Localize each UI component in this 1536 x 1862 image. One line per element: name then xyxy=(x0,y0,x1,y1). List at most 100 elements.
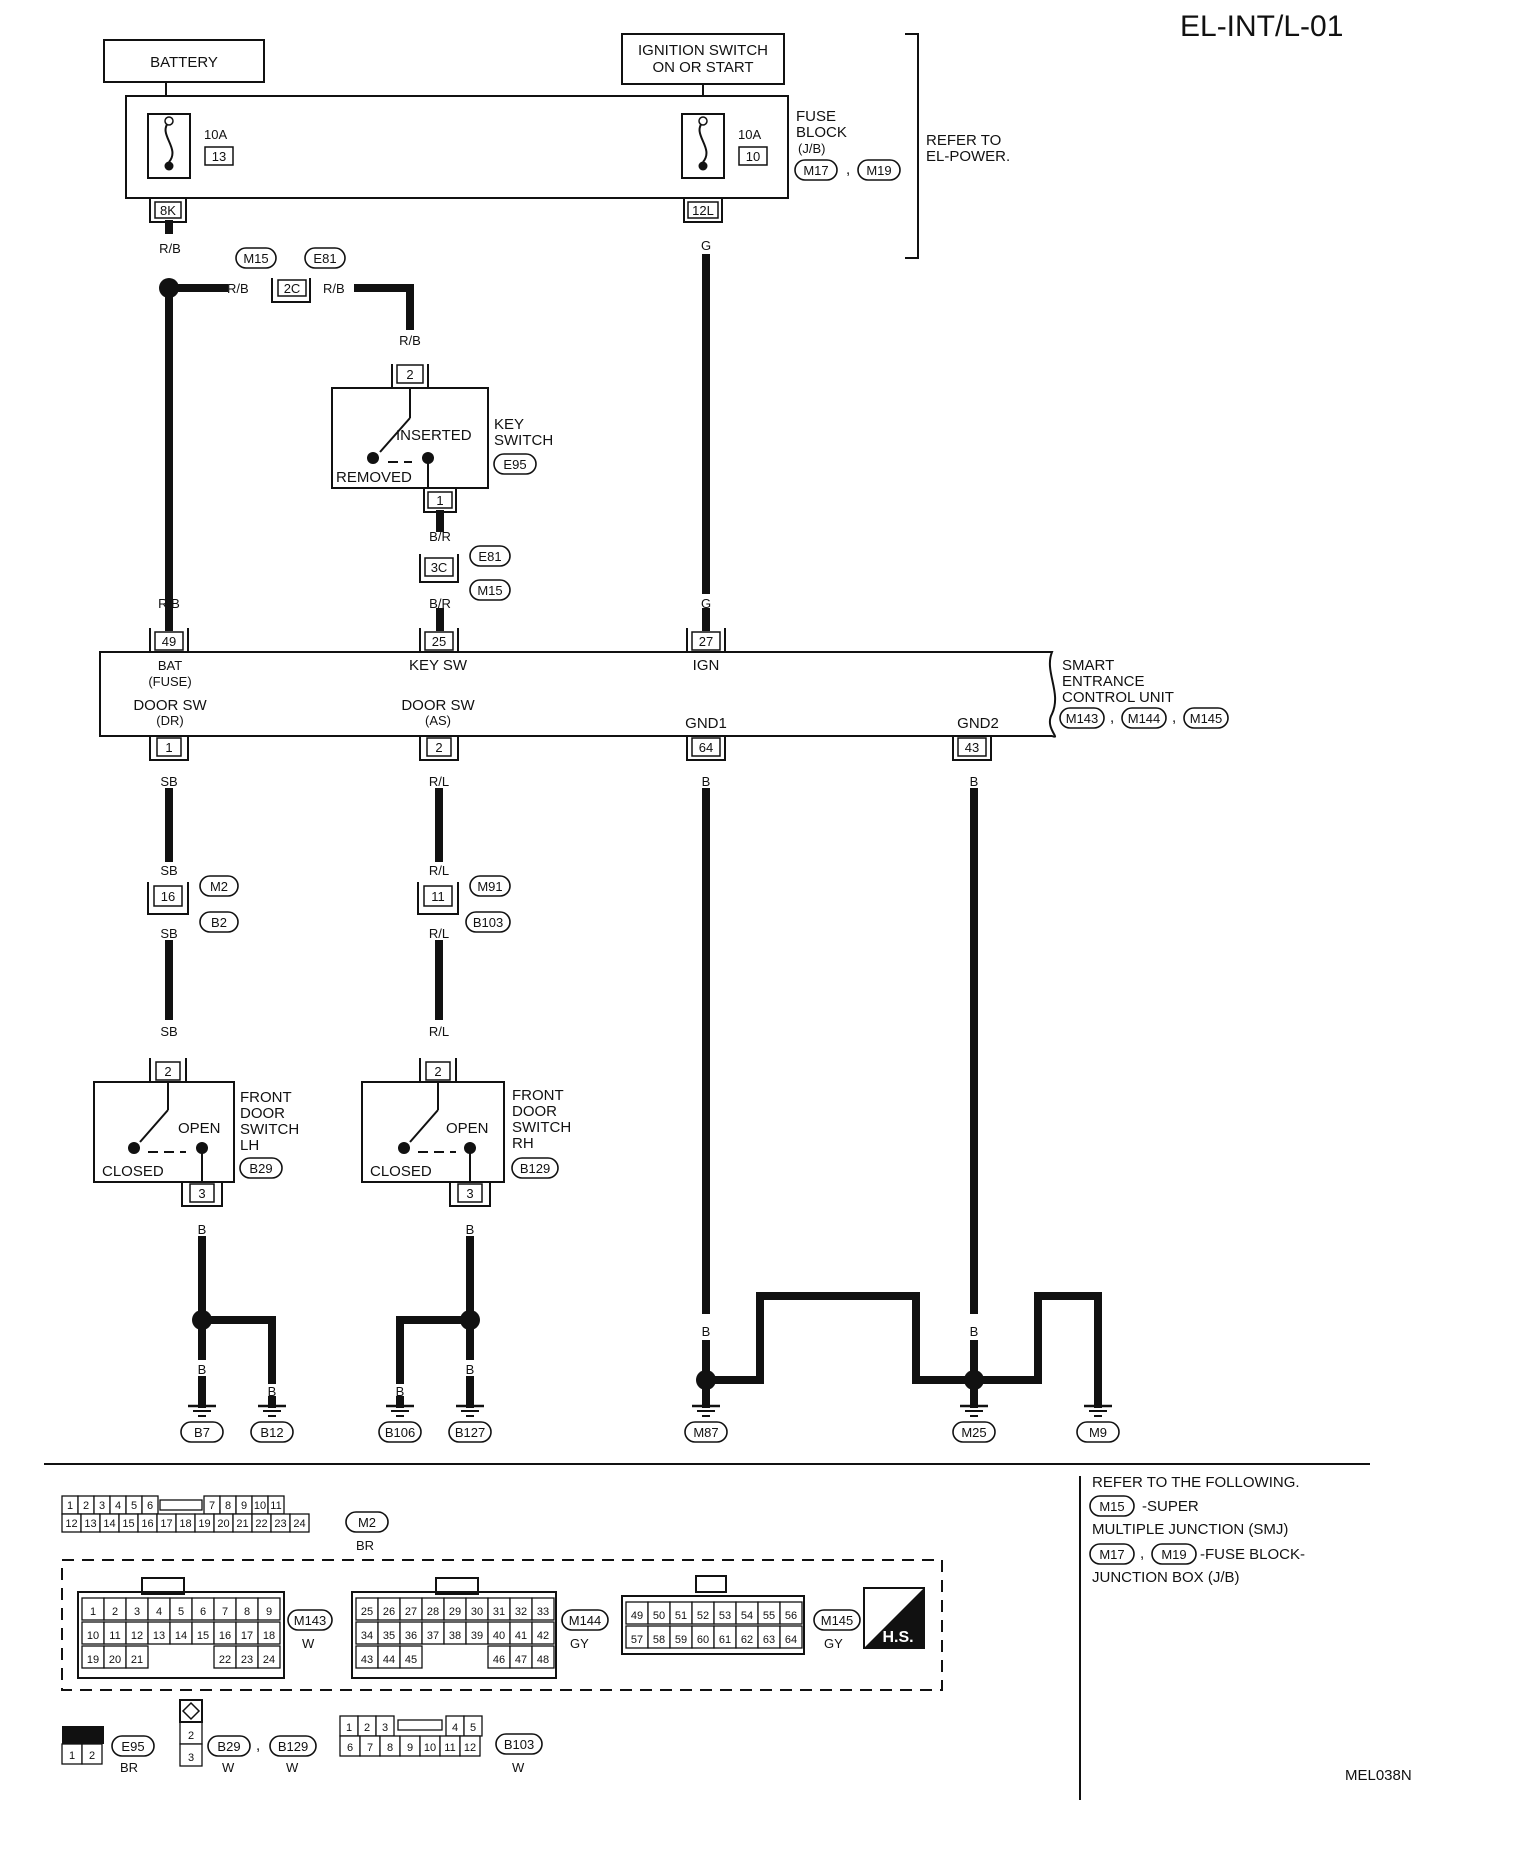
b129-connector-id-label: B129 xyxy=(278,1739,308,1754)
m143-pin: 2 xyxy=(112,1606,118,1618)
m143-pin: 19 xyxy=(87,1654,99,1666)
key-switch: INSERTED REMOVED xyxy=(331,387,489,489)
ground-label: B127 xyxy=(455,1425,485,1440)
m2-connector-id: M2 xyxy=(345,1511,389,1533)
m143-pin: 22 xyxy=(219,1654,231,1666)
m145-pin: 49 xyxy=(631,1610,643,1622)
cu-doorsw-dr-label: DOOR SW xyxy=(133,697,207,714)
m143-pin: 17 xyxy=(241,1630,253,1642)
wire-label-rl-1: R/L xyxy=(429,774,449,789)
m144-pin: 31 xyxy=(493,1606,505,1618)
wire-label-rb-5: R/B xyxy=(158,596,180,611)
door-rh-label-2: DOOR xyxy=(512,1103,557,1120)
joint-2c-conn-e81: E81 xyxy=(304,247,346,269)
m143-pin: 6 xyxy=(200,1606,206,1618)
fuse-block-connector-m19-label: M19 xyxy=(866,163,891,178)
b103-pin: 1 xyxy=(346,1722,352,1734)
wire-label-b-rh-3: B xyxy=(466,1362,475,1377)
wire-label-b-lh-3: B xyxy=(268,1384,277,1399)
e95-pin: 2 xyxy=(89,1750,95,1762)
m2-pin: 5 xyxy=(131,1500,137,1512)
ground-label: B106 xyxy=(385,1425,415,1440)
door-lh-label-4: LH xyxy=(240,1137,259,1154)
wire-label-rb-2: R/B xyxy=(227,281,249,296)
m144-pin: 34 xyxy=(361,1630,373,1642)
m144-cell xyxy=(531,1621,555,1645)
refer-conn-m19: M19 xyxy=(1151,1543,1197,1565)
m143-pin: 11 xyxy=(109,1630,120,1642)
m2-pin: 24 xyxy=(293,1518,305,1530)
cu-doorsw-as-label: DOOR SW xyxy=(401,697,475,714)
ignition-switch-box: IGNITION SWITCH ON OR START xyxy=(621,33,785,85)
m2-pin: 23 xyxy=(274,1518,286,1530)
b103-pin: 9 xyxy=(407,1742,413,1754)
cu-conn-m145: M145 xyxy=(1183,707,1229,729)
ground-m25: M25 xyxy=(952,1404,996,1443)
svg-text:,: , xyxy=(256,1737,260,1754)
ground-b12: B12 xyxy=(250,1404,294,1443)
joint-3c-conn-e81-label: E81 xyxy=(478,549,501,564)
m145-pin: 53 xyxy=(719,1610,731,1622)
m143-cell xyxy=(257,1597,281,1621)
m2-pin: 13 xyxy=(84,1518,96,1530)
m144-pin: 43 xyxy=(361,1654,373,1666)
wire-label-br-1: B/R xyxy=(429,529,451,544)
m143-pin: 16 xyxy=(219,1630,231,1642)
svg-text:,: , xyxy=(1140,1545,1144,1562)
key-switch-conn-e95: E95 xyxy=(493,453,537,475)
door-rh-conn-b129-label: B129 xyxy=(520,1161,550,1176)
joint-2c-conn-m15-label: M15 xyxy=(243,251,268,266)
battery-label: BATTERY xyxy=(150,54,218,71)
fuse-block-label-3: (J/B) xyxy=(798,141,825,156)
wire-label-b-lh-2: B xyxy=(198,1362,207,1377)
m2-pin: 2 xyxy=(83,1500,89,1512)
ground-b106: B106 xyxy=(378,1404,422,1443)
cu-pin-27-label: 27 xyxy=(699,634,713,649)
cu-pin-1-label: 1 xyxy=(165,740,172,755)
m143-cell xyxy=(125,1645,149,1669)
m143-pin: 10 xyxy=(87,1630,99,1642)
inline-11-conn-m91-label: M91 xyxy=(477,879,502,894)
terminal-12l: 12L xyxy=(683,198,723,223)
joint-2c-label: 2C xyxy=(284,281,301,296)
m2-pin: 1 xyxy=(67,1500,73,1512)
ground-m87: M87 xyxy=(684,1404,728,1443)
m144-pin: 48 xyxy=(537,1654,549,1666)
b103-pin: 12 xyxy=(464,1742,476,1754)
inline-16-conn-b2-label: B2 xyxy=(211,915,227,930)
m143-pin: 20 xyxy=(109,1654,121,1666)
cu-pin-25-label: 25 xyxy=(432,634,446,649)
m144-pin: 29 xyxy=(449,1606,461,1618)
refer-jb-text-2: JUNCTION BOX (J/B) xyxy=(1092,1569,1240,1586)
m143-pin: 8 xyxy=(244,1606,250,1618)
m144-pin: 36 xyxy=(405,1630,417,1642)
e95-pin: 1 xyxy=(69,1750,75,1762)
wire-label-rb-4: R/B xyxy=(399,333,421,348)
cu-pin-49-label: 49 xyxy=(162,634,176,649)
m145-cell xyxy=(779,1601,803,1625)
cu-keysw-label: KEY SW xyxy=(409,657,468,674)
key-switch-conn-e95-label: E95 xyxy=(503,457,526,472)
refer-conn-m15-label: M15 xyxy=(1099,1499,1124,1514)
m2-pin: 22 xyxy=(255,1518,267,1530)
door-rh-conn-b129: B129 xyxy=(511,1157,559,1179)
key-switch-label-1: KEY xyxy=(494,416,524,433)
m2-connector-color: BR xyxy=(356,1538,374,1553)
door-rh-pin-3-label: 3 xyxy=(466,1186,473,1201)
m143-pin: 23 xyxy=(241,1654,253,1666)
joint-3c-conn-m15-label: M15 xyxy=(477,583,502,598)
m144-pin: 46 xyxy=(493,1654,505,1666)
b129-connector-color: W xyxy=(286,1760,299,1775)
key-switch-label-2: SWITCH xyxy=(494,432,553,449)
m2-pin: 19 xyxy=(198,1518,210,1530)
m145-pin: 56 xyxy=(785,1610,797,1622)
wire-label-rb-3: R/B xyxy=(323,281,345,296)
door-lh-pin-2: 2 xyxy=(149,1058,187,1083)
cu-pin-25: 25 xyxy=(419,628,459,653)
cu-pin-2-label: 2 xyxy=(435,740,442,755)
m143-pin: 5 xyxy=(178,1606,184,1618)
key-switch-inserted: INSERTED xyxy=(396,427,472,444)
door-switch-lh: OPEN CLOSED xyxy=(93,1081,235,1183)
m143-cell xyxy=(257,1645,281,1669)
key-switch-pin-1-label: 1 xyxy=(436,493,443,508)
